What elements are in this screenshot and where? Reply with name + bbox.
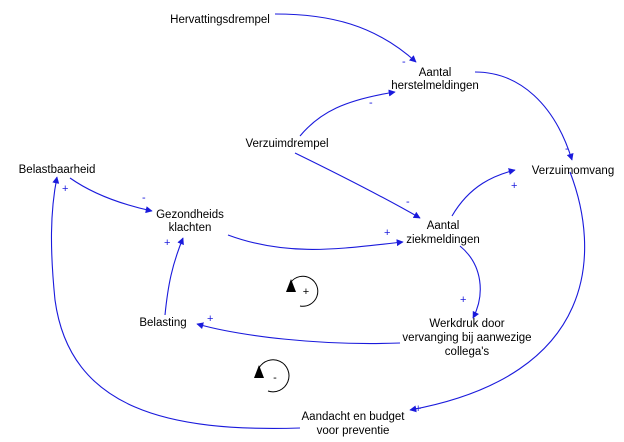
node-belasting: Belasting [139, 317, 186, 329]
loop-indicator-balancing [258, 359, 290, 393]
polarity-verzuimdrempel-ziek: - [406, 196, 410, 208]
polarity-belasting-gezondheid: + [164, 237, 170, 249]
polarity-aandacht-belastbaarheid: + [62, 183, 68, 195]
loop-sign-reinforcing: + [303, 286, 309, 298]
node-werkdruk-line3: collega's [445, 346, 490, 358]
node-hervattingsdrempel: Hervattingsdrempel [170, 14, 270, 26]
polarity-gezondheid-ziek: + [384, 227, 390, 239]
node-aantal-herstelmeldingen-line1: Aantal [419, 67, 452, 79]
node-belastbaarheid: Belastbaarheid [19, 164, 96, 176]
link-aandacht-belastbaarheid [50, 176, 301, 429]
link-belasting-gezondheid [164, 237, 184, 316]
link-ziek-verzuimomvang [451, 168, 516, 217]
link-hervattingsdrempel-herstel [274, 13, 417, 63]
polarity-verzuimdrempel-herstel: - [369, 97, 373, 109]
loop-arrow-reinforcing-icon [286, 279, 296, 292]
polarity-herv-herstel: - [402, 56, 406, 68]
polarity-verzuimomvang-aandacht: + [415, 403, 421, 415]
node-aantal-ziekmeldingen-line2: ziekmeldingen [406, 234, 480, 246]
link-belastbaarheid-gezondheid [69, 177, 153, 214]
link-verzuimomvang-aandacht [409, 171, 586, 413]
link-gezondheid-ziek [227, 234, 404, 250]
polarity-ziek-verzuimomvang: + [511, 180, 517, 192]
polarity-ziek-werkdruk: + [460, 294, 466, 306]
node-gezondheidsklachten-line1: Gezondheids [156, 209, 224, 221]
node-aantal-herstelmeldingen-line2: herstelmeldingen [391, 80, 479, 92]
polarity-werkdruk-belasting: + [207, 313, 213, 325]
link-herstel-verzuimomvang [474, 71, 574, 161]
loop-arrow-balancing-icon [254, 365, 264, 378]
node-verzuimomvang: Verzuimomvang [532, 165, 614, 177]
node-verzuimdrempel: Verzuimdrempel [245, 138, 328, 150]
node-aandacht-line2: voor preventie [317, 425, 390, 437]
link-werkdruk-belasting [196, 322, 401, 345]
node-werkdruk-line1: Werkdruk door [429, 318, 504, 330]
link-ziek-werkdruk [459, 245, 481, 319]
polarity-herstel-verzuimomvang: - [565, 143, 569, 155]
node-werkdruk-line2: vervanging bij aanwezige [402, 332, 531, 344]
loop-indicator-reinforcing [290, 275, 319, 307]
link-verzuimdrempel-herstel [299, 89, 396, 137]
node-aandacht-line1: Aandacht en budget [302, 411, 406, 423]
loop-sign-balancing: - [273, 372, 277, 384]
polarity-belastbaarheid-gezondheid: - [142, 192, 146, 204]
node-aantal-ziekmeldingen-line1: Aantal [427, 220, 460, 232]
node-gezondheidsklachten-line2: klachten [169, 222, 212, 234]
link-verzuimdrempel-ziek [294, 152, 421, 219]
